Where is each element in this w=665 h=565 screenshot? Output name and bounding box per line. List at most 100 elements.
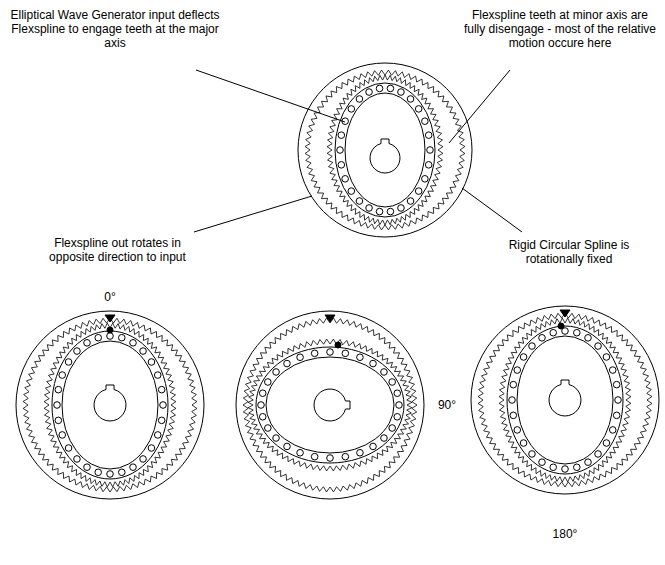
bearing-ball [370,360,377,367]
bearing-ball [273,435,280,442]
bearing-ball [595,451,602,458]
bearing-ball [327,455,334,462]
bearing-ball [415,188,422,195]
bearing-ball [407,198,414,205]
flexspline-marker [107,327,113,333]
flexspline-marker [558,323,564,329]
fixed-marker [325,315,335,322]
outer-housing [471,306,659,494]
bearing-ball [327,349,334,356]
bearing-ball [265,425,272,432]
fixed-marker [105,315,115,322]
bearing-ball [55,417,62,424]
bearing-ball [603,354,610,361]
bearing-ball [348,188,355,195]
bearing-ball [398,205,405,212]
bearing-ball [396,402,403,409]
bearing-ball [148,359,155,366]
bearing-ball [140,348,147,355]
angle-label: 0° [90,290,130,304]
flexspline-teeth [44,323,176,487]
bearing-ball [398,89,405,96]
bearing-ball [387,85,394,92]
bearing-ball [59,432,66,439]
bearing-ball [387,208,394,215]
wave-generator [345,93,425,207]
bearing-ball [158,417,165,424]
bearing-ball [265,379,272,386]
bearing-ball [389,425,396,432]
wave-generator [266,357,394,453]
bearing-ball [585,459,592,466]
bearing-ball [562,466,569,473]
shaft-hole [549,380,581,416]
bearing-ball [609,367,616,374]
bearing-ball [338,162,345,169]
bearing-ball [259,390,266,397]
bearing-ball [357,354,364,361]
bearing-ball [154,372,161,379]
shaft-hole [370,139,400,173]
bearing-ball [95,469,102,476]
bearing-ball [514,367,521,374]
bearing-ball [585,335,592,342]
bearing-ball [140,456,147,463]
bearing-ball [55,386,62,393]
circular-spline-teeth [305,70,465,230]
wave-generator [62,341,158,469]
bearing-ball [381,435,388,442]
bearing-ball [107,333,114,340]
bearing-ball [259,413,266,420]
shaft-hole [314,389,350,421]
harmonic-drive [236,311,424,499]
drive-drawings [16,63,659,499]
leader-line [196,70,345,122]
bearing-ball [84,464,91,471]
bearing-ball [407,96,414,103]
bearing-ball [381,369,388,376]
bearing-ball [539,335,546,342]
bearing-ball [311,453,318,460]
bearing-ball [613,381,620,388]
bearing-ball [74,348,81,355]
bearing-ball [376,208,383,215]
bearing-ball [54,402,61,409]
bearing-ball [422,176,429,183]
outer-housing [236,311,424,499]
bearing-ball [376,85,383,92]
bearing-ball [148,445,155,452]
bearing-ball [415,106,422,113]
flexspline-wall [52,331,168,479]
bearing-ball [284,443,291,450]
shaft-hole [94,385,126,421]
bearing-ball [366,205,373,212]
bearing-ball [258,402,265,409]
bearing-ball [65,445,72,452]
bearing-ball [514,427,521,434]
callout-text: Flexspline teeth at minor axis are fully… [460,8,660,50]
bearing-ball [550,329,557,336]
bearing-ball [539,459,546,466]
bearing-ball [356,96,363,103]
leader-line [462,188,522,232]
bearing-ball [422,118,429,125]
bearing-ball [595,343,602,350]
bearing-ball [389,379,396,386]
flexspline-teeth [327,75,443,225]
bearing-ball [284,360,291,367]
circular-spline-teeth [478,313,652,487]
bearing-ball [74,456,81,463]
bearing-ball [370,443,377,450]
flexspline-wall [256,347,404,463]
bearing-ball [520,440,527,447]
bearing-ball [154,432,161,439]
circular-spline-teeth [23,318,197,492]
leader-lines [194,70,522,232]
bearing-ball [342,350,349,357]
bearing-ball [357,449,364,456]
bearing-ball [394,390,401,397]
bearing-ball [348,106,355,113]
harmonic-drive [298,63,472,237]
